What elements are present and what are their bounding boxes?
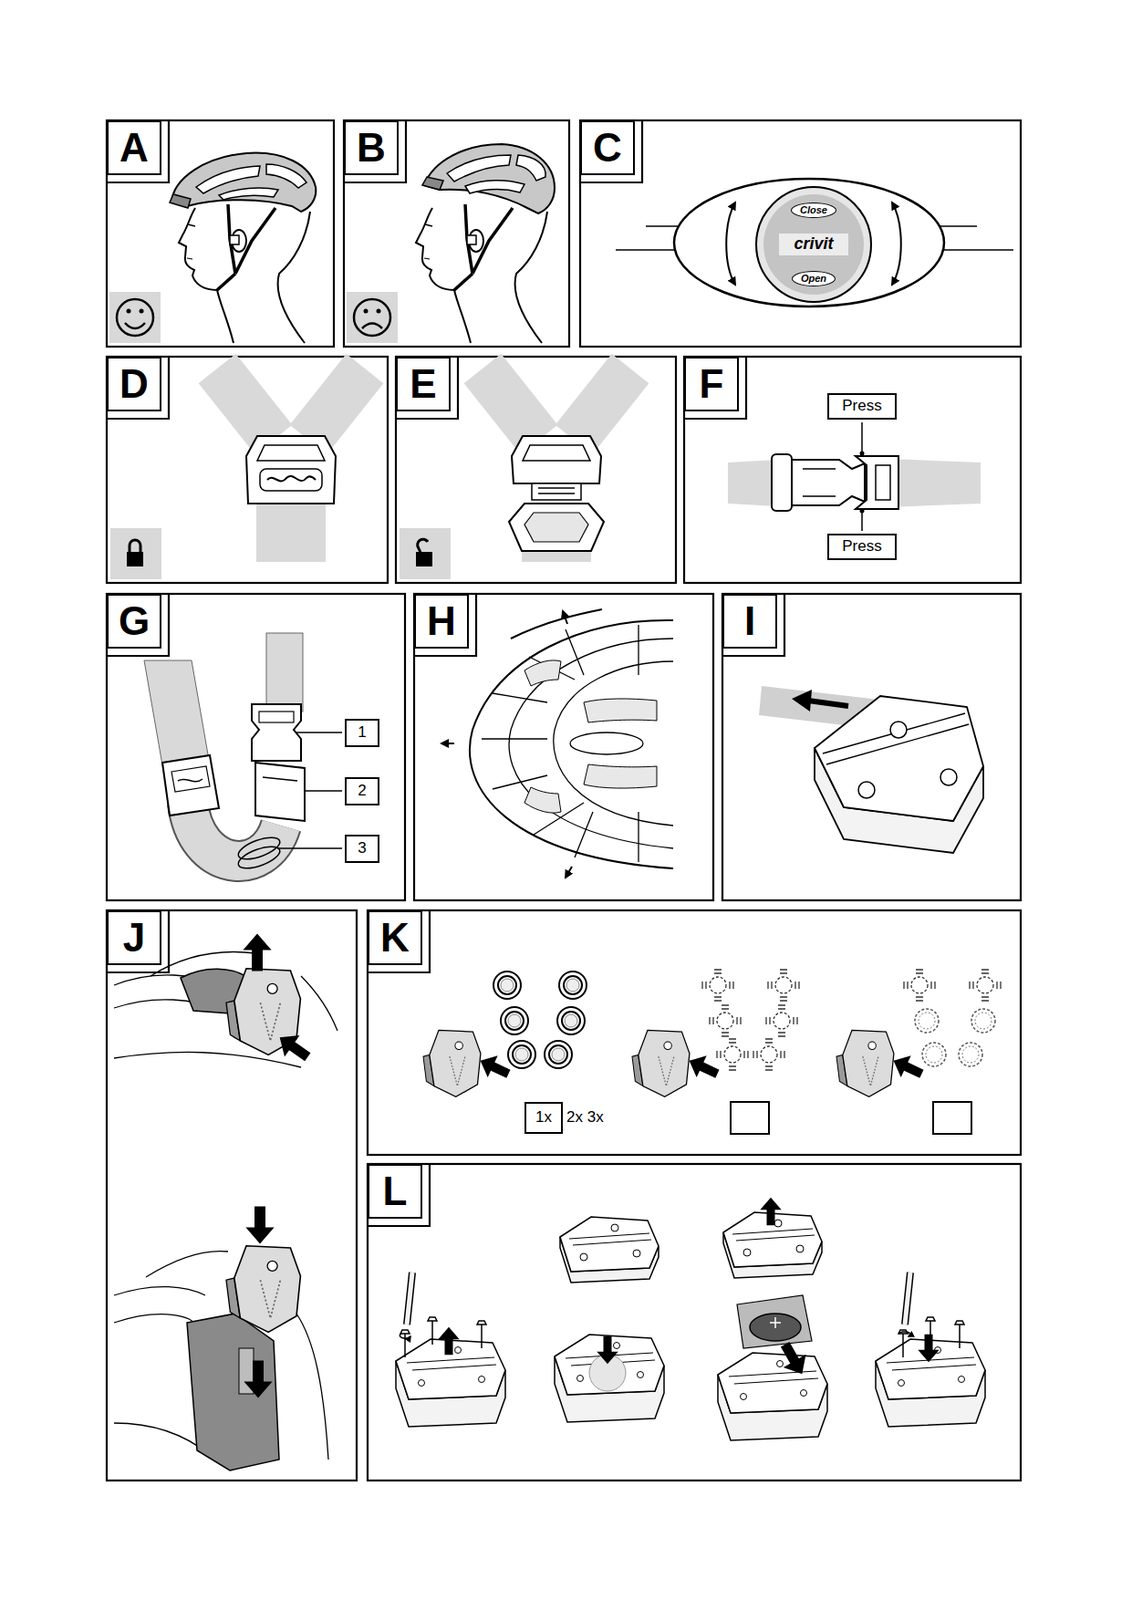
panel-letter: K (367, 910, 423, 966)
node-text: I (744, 601, 756, 642)
node-text: D (119, 363, 149, 405)
panel-letter: J (106, 910, 162, 966)
node-text: B (356, 127, 386, 168)
press-count-label: 2x 3x (566, 1109, 604, 1127)
panel-letter: F (684, 356, 739, 412)
node-text: crivit (778, 233, 848, 256)
panel-letter: L (367, 1163, 423, 1219)
panel-letter: I (722, 593, 778, 649)
callout-number: 2 (344, 777, 380, 806)
panel-letter: E (395, 356, 451, 412)
node-text: E (409, 363, 437, 405)
node-text: K (380, 917, 410, 958)
panel-letter: B (343, 120, 399, 176)
node-text: Press (841, 397, 882, 416)
panel-letter: A (106, 120, 162, 176)
node-text: Press (841, 538, 882, 556)
node-text: L (383, 1171, 408, 1212)
panel-letter: D (106, 356, 162, 412)
press-box: Press (827, 533, 897, 561)
callout-number: 1 (344, 718, 380, 748)
press-count-box: 1x (524, 1101, 563, 1134)
panel-letter: C (580, 120, 635, 176)
node-text: C (592, 127, 623, 168)
node-text: 3 (357, 840, 366, 858)
node-text: A (119, 127, 149, 168)
node-text: J (123, 917, 146, 958)
panel-letter: H (414, 593, 469, 649)
node-text: G (118, 601, 150, 642)
node-text: 2 (357, 782, 366, 800)
node-text: F (699, 363, 725, 405)
node-text: H (426, 601, 457, 642)
node-text: 1 (357, 724, 366, 742)
dial-knob: Close crivitOpen (755, 186, 873, 303)
node-text: Open (791, 270, 836, 287)
node-text: 1x (535, 1109, 552, 1127)
callout-number: 3 (344, 834, 380, 863)
node-text: Close (790, 202, 837, 219)
press-box: Press (827, 393, 897, 420)
panel-letter: G (106, 593, 162, 649)
